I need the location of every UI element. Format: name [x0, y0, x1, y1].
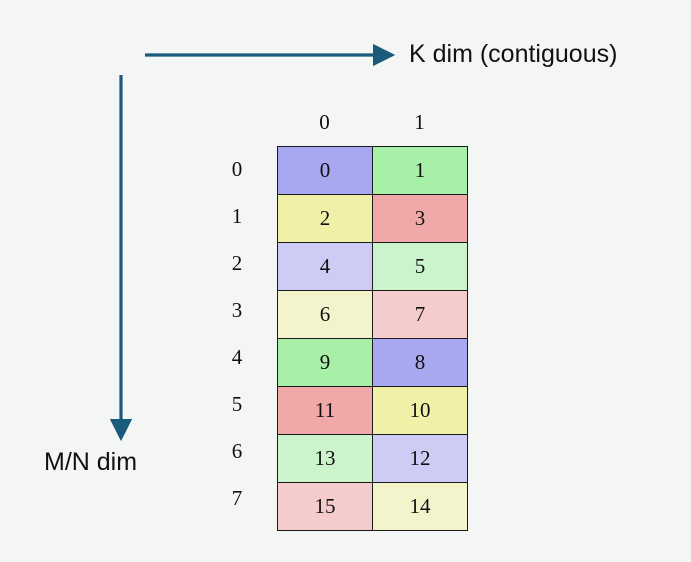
grid-cell-7-1: 14: [372, 482, 468, 531]
grid-cell-4-0: 9: [277, 338, 373, 387]
grid-cell-5-0: 11: [277, 386, 373, 435]
k-dim-label: K dim (contiguous): [409, 40, 618, 68]
row-header-5: 5: [231, 392, 243, 416]
column-header-1: 1: [414, 110, 425, 134]
row-header-3: 3: [231, 298, 243, 322]
grid-cell-6-0: 13: [277, 434, 373, 483]
row-header-2: 2: [231, 251, 243, 275]
row-header-4: 4: [231, 345, 243, 369]
column-header-0: 0: [319, 110, 330, 134]
grid-cell-6-1: 12: [372, 434, 468, 483]
row-header-6: 6: [231, 439, 243, 463]
grid-cell-5-1: 10: [372, 386, 468, 435]
grid-cell-2-0: 4: [277, 242, 373, 291]
grid-cell-2-1: 5: [372, 242, 468, 291]
row-header-1: 1: [231, 204, 243, 228]
grid-cell-0-1: 1: [372, 146, 468, 195]
grid-cell-7-0: 15: [277, 482, 373, 531]
row-header-0: 0: [231, 157, 243, 181]
grid-cell-3-0: 6: [277, 290, 373, 339]
mn-dim-label: M/N dim: [44, 448, 138, 476]
row-header-7: 7: [231, 486, 243, 510]
grid-cell-4-1: 8: [372, 338, 468, 387]
k-dim-arrow: [145, 43, 396, 67]
grid-cell-0-0: 0: [277, 146, 373, 195]
grid-cell-1-0: 2: [277, 194, 373, 243]
row-header-column: 0 1 2 3 4 5 6 7: [215, 146, 259, 522]
grid-cell-1-1: 3: [372, 194, 468, 243]
mn-dim-arrow: [109, 75, 133, 442]
grid-cell-3-1: 7: [372, 290, 468, 339]
